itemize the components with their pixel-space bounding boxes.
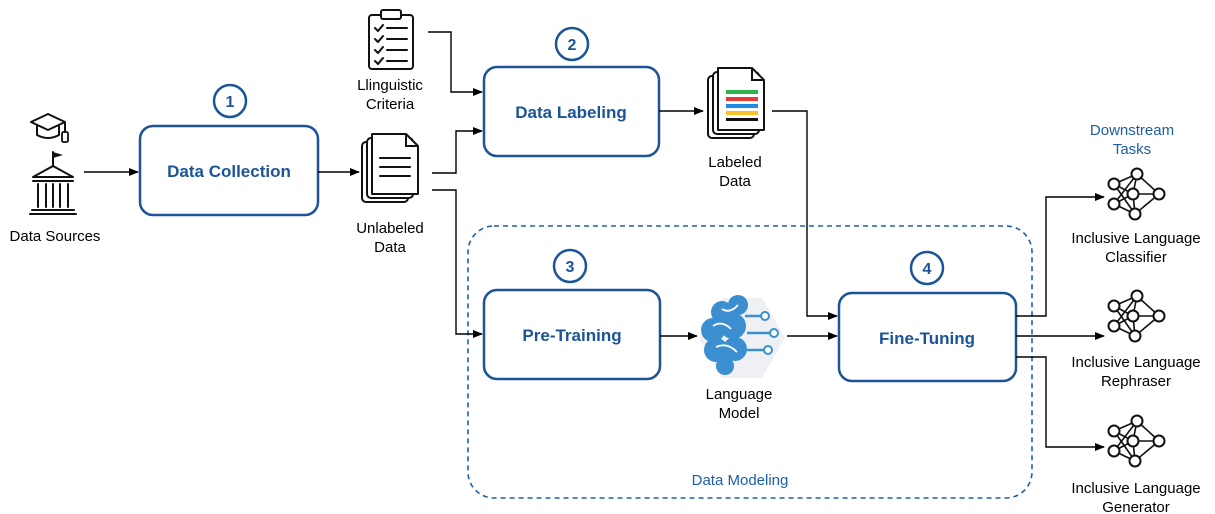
downstream-title-line2: Tasks — [1113, 141, 1151, 158]
stage-2-number: 2 — [568, 37, 577, 54]
pre-training-box[interactable] — [482, 288, 662, 381]
fine-tuning-box[interactable] — [837, 291, 1018, 383]
task-2-label-line1: Inclusive Language — [1071, 354, 1200, 371]
data-sources-label: Data Sources — [10, 228, 101, 245]
stage-4-number: 4 — [923, 261, 932, 278]
data-labeling-label: Data Labeling — [515, 103, 626, 122]
neural-network-icon — [1107, 167, 1166, 221]
task-3-label-line2: Generator — [1102, 499, 1170, 514]
criteria-label-line1: Llinguistic — [357, 77, 423, 94]
neural-network-icon — [1107, 289, 1166, 343]
university-building-icon — [29, 151, 77, 215]
pre-training-label: Pre-Training — [522, 326, 621, 345]
arrow-criteria-to-labeling — [428, 31, 483, 96]
arrow-finetuning-to-classifier — [1016, 193, 1105, 317]
unlabeled-label-line2: Data — [374, 239, 406, 256]
data-modeling-label: Data Modeling — [692, 472, 789, 489]
arrow-labeled-to-finetuning — [772, 110, 838, 320]
stage-1-badge — [212, 83, 248, 119]
labeled-label-line2: Data — [719, 173, 751, 190]
downstream-title-line1: Downstream — [1090, 122, 1174, 139]
brain-network-icon — [699, 295, 785, 378]
stage-3-badge — [552, 248, 588, 284]
data-collection-label: Data Collection — [167, 162, 291, 181]
graduation-cap-icon — [30, 113, 69, 143]
task-1-label-line2: Classifier — [1105, 249, 1167, 266]
model-label-line1: Language — [706, 386, 773, 403]
documents-stack-icon — [361, 133, 419, 203]
fine-tuning-label: Fine-Tuning — [879, 329, 975, 348]
unlabeled-label-line1: Unlabeled — [356, 220, 424, 237]
arrow-finetuning-to-generator — [1016, 356, 1105, 451]
arrow-unlabeled-to-labeling — [432, 127, 483, 174]
task-3-label-line1: Inclusive Language — [1071, 480, 1200, 497]
model-label-line2: Model — [719, 405, 760, 422]
task-1-label-line1: Inclusive Language — [1071, 230, 1200, 247]
checklist-clipboard-icon — [368, 9, 414, 70]
stage-4-badge — [909, 250, 945, 286]
task-2-label-line2: Rephraser — [1101, 373, 1171, 390]
criteria-label-line2: Criteria — [366, 96, 415, 113]
neural-network-icon — [1107, 414, 1166, 468]
arrow-unlabeled-to-pretraining — [432, 189, 483, 338]
labeled-documents-icon — [707, 67, 765, 139]
stage-3-number: 3 — [566, 259, 575, 276]
data-collection-box[interactable] — [138, 124, 320, 217]
stage-2-badge — [554, 26, 590, 62]
data-modeling-group — [467, 225, 1033, 499]
labeled-label-line1: Labeled — [708, 154, 761, 171]
stage-1-number: 1 — [226, 94, 235, 111]
